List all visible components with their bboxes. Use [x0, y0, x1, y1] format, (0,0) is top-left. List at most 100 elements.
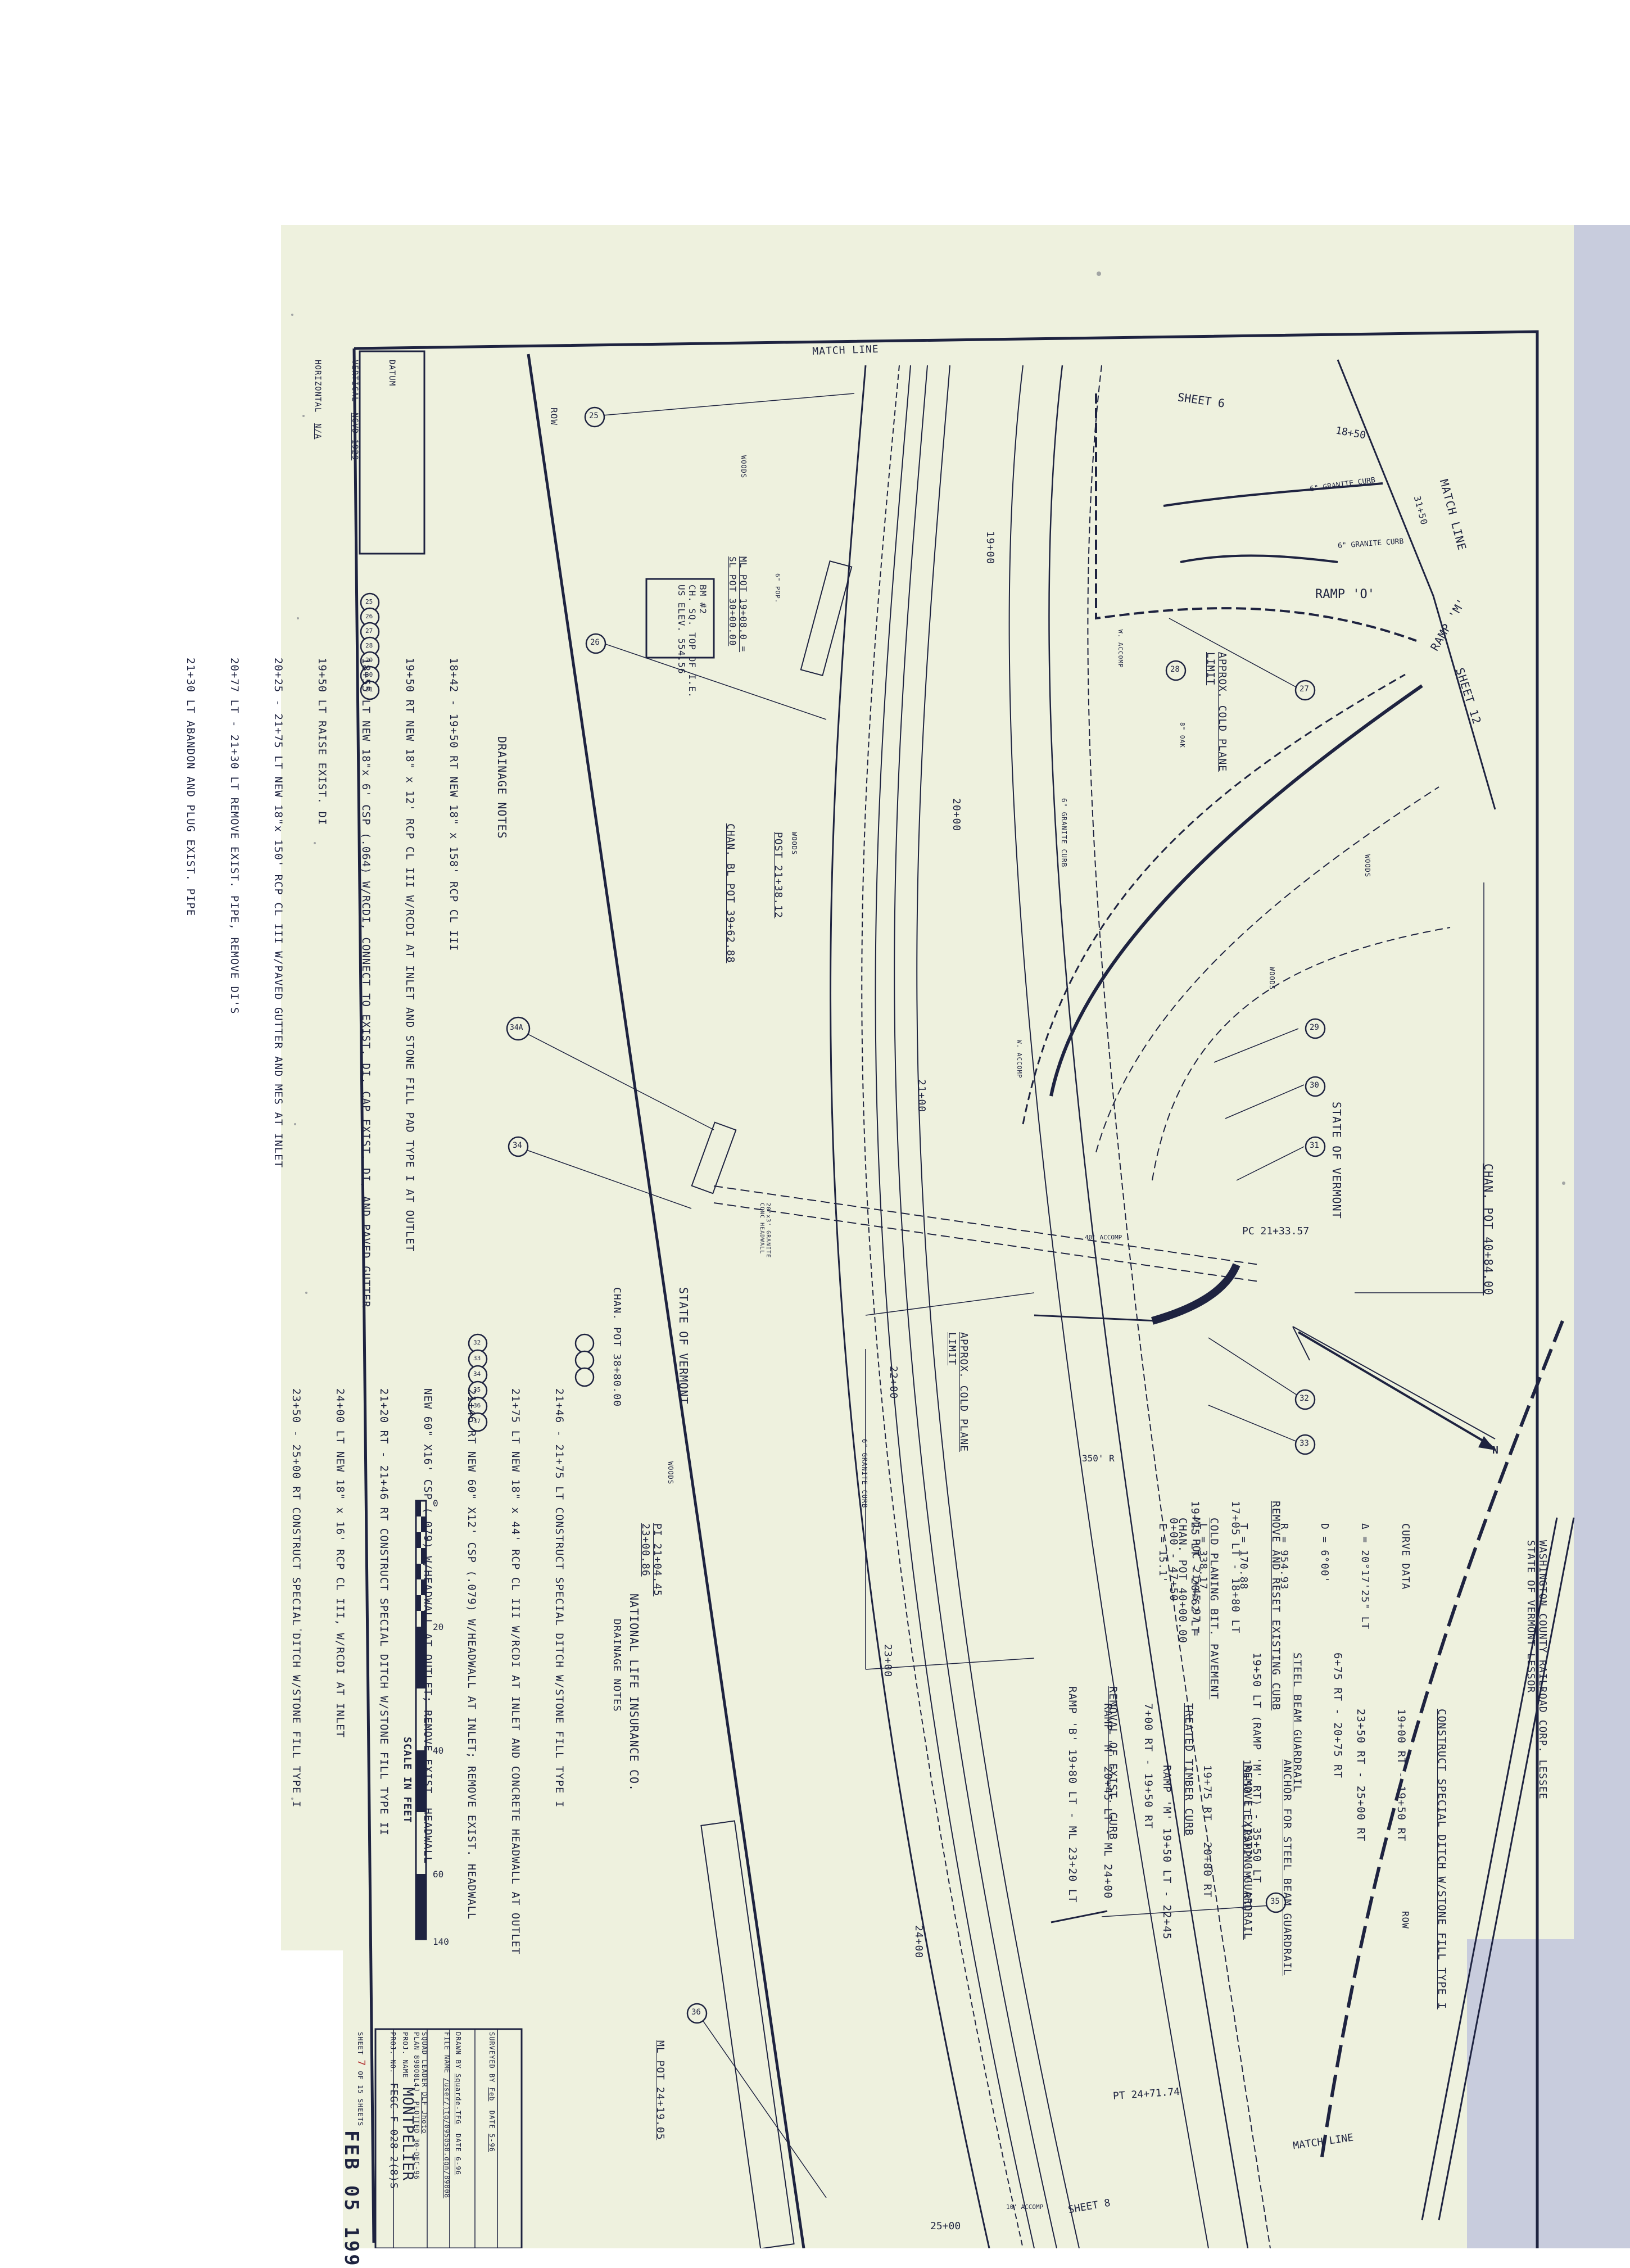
headwall-note: 20'x3' GRANITE CONC HEADWALL [759, 1203, 771, 1259]
woods-label: WOODS [790, 832, 798, 855]
drainage-note: 21+20 RT - 21+46 RT CONSTRUCT SPECIAL DI… [378, 1388, 390, 1836]
note-title: REMOVAL OF EXIST. CURB [1107, 1686, 1119, 1840]
note-title: ANCHOR FOR STEEL BEAM GUARDRAIL [1281, 1759, 1293, 1976]
list-marker: 35 [473, 1386, 481, 1393]
sheets-label: SHEETS [356, 2098, 364, 2127]
note-title: REMOVE AND RESET EXISTING CURB [1270, 1501, 1282, 1711]
list-marker: 25 [365, 598, 373, 605]
drainage-note: 18+55 LT NEW 18"x 6' CSP (.064) W/RCDI, … [360, 658, 372, 1308]
ml-pot-24-label: ML POT 24+19.05 [654, 2040, 666, 2140]
granite-curb-label: 6" GRANITE CURB [1060, 798, 1068, 868]
accomp-label: 10' ACCOMP [1006, 2203, 1044, 2211]
list-marker: 29 [365, 657, 373, 664]
list-marker: 26 [365, 613, 373, 620]
scale-tick-140: 140 [433, 1936, 449, 1947]
callout-30: 30 [1310, 1081, 1319, 1090]
tree-label: 8" OAK [1179, 722, 1186, 748]
drainage-note: 18+42 - 19+50 RT NEW 18" x 158' RCP CL I… [447, 658, 460, 952]
sheet-number: 7 [355, 2059, 367, 2067]
approx-cold-plane-limit: APPROX. COLD PLANE LIMIT [1205, 652, 1228, 772]
national-life-label: NATIONAL LIFE INSURANCE CO. [627, 1594, 641, 1792]
drainage-notes-title: DRAINAGE NOTES [611, 1619, 623, 1712]
callout-29: 29 [1310, 1023, 1319, 1032]
datum-vertical-value: NGVD 1929 [350, 413, 359, 461]
note-title: CONSTRUCT SPECIAL DITCH W/STONE FILL TYP… [1436, 1709, 1448, 2009]
woods-label: WOODS [740, 455, 748, 479]
note-line: 19+00 RT - 19+50 RT [1395, 1709, 1407, 1842]
drainage-note: 20+25 - 21+75 LT NEW 18"x 150' RCP CL II… [272, 658, 284, 1169]
list-marker: 27 [365, 627, 373, 635]
note-line: RAMP 'B' 19+80 LT - ML 23+20 LT [1066, 1686, 1079, 1903]
list-marker: 36 [473, 1402, 481, 1409]
drainage-note: 19+50 RT NEW 18" x 12' RCP CL III W/RCDI… [404, 658, 416, 1252]
curve-d: D = 6°00' [1319, 1523, 1330, 1583]
datum-vertical-label: VERTICAL [350, 360, 359, 402]
post-label: POST 21+38.12 [772, 832, 784, 918]
tree-label: 6" POP. [774, 573, 781, 604]
station-21: 21+00 [916, 1079, 927, 1113]
approx-cold-plane-limit: APPROX. COLD PLANE LIMIT [946, 1332, 970, 1452]
match-line-top: MATCH LINE [812, 343, 880, 357]
date-value: 5-96 [488, 2134, 496, 2152]
list-marker: 37 [473, 1418, 481, 1425]
removal-curb-note: REMOVAL OF EXIST. CURB RAMP 'B' 19+80 LT… [1052, 1686, 1147, 1903]
pc-label: PC 21+33.57 [1242, 1225, 1310, 1237]
callout-35: 35 [1270, 1897, 1280, 1906]
surveyed-by-label: SURVEYED BY [488, 2032, 496, 2083]
note-title: REMOVE EXISTING GUARDRAIL [1242, 1765, 1254, 1940]
callout-36: 36 [691, 2008, 701, 2017]
date-label: DATE [488, 2110, 496, 2129]
note-line: 6+75 RT - 20+75 RT [1332, 1653, 1344, 1778]
callout-28: 28 [1170, 665, 1180, 674]
state-of-vermont-label: STATE OF VERMONT [1330, 1102, 1343, 1219]
list-marker: 28 [365, 642, 373, 649]
drainage-note: 23+50 - 25+00 RT CONSTRUCT SPECIAL DITCH… [290, 1388, 302, 1808]
scale-bar-graphic [415, 1500, 427, 1940]
woods-label: WOODS [1364, 854, 1371, 878]
woods-label: WOODS [667, 1461, 674, 1485]
sheet-label: SHEET [356, 2032, 364, 2056]
drainage-note: 21+30 LT ABANDON AND PLUG EXIST. PIPE [184, 658, 197, 917]
woods-label: WOODS [1268, 967, 1276, 990]
drainage-note: 21+46 RT NEW 60" X12' CSP (.079) W/HEADW… [465, 1388, 478, 1920]
station-20: 20+00 [950, 798, 962, 832]
radius-label: 350' R [1082, 1453, 1115, 1464]
benchmark-note: BM #2 CH. SQ. TOP OF I.E. US ELEV. 554.5… [676, 585, 708, 699]
callout-32: 32 [1300, 1394, 1309, 1403]
scale-tick-40: 40 [433, 1745, 444, 1756]
scale-tick-0: 0 [433, 1498, 438, 1509]
datum-horizontal-label: HORIZONTAL [313, 360, 322, 413]
drainage-note: 19+50 LT RAISE EXIST. DI [316, 658, 328, 826]
curve-data-title: CURVE DATA [1400, 1523, 1411, 1590]
curve-delta: Δ = 20°17'25" LT [1359, 1523, 1371, 1630]
scale-title: SCALE IN FEET [401, 1737, 413, 1823]
surveyed-by-value: Feb [488, 2087, 496, 2102]
note-title: COLD PLANING BIT. PAVEMENT [1208, 1518, 1220, 1700]
callout-25: 25 [589, 411, 599, 420]
granite-curb-label: 6" GRANITE CURB [861, 1439, 868, 1509]
drainage-note: 21+75 LT NEW 18" x 44' RCP CL III W/RCDI… [509, 1388, 522, 1955]
ml-pot-label: ML POT 19+08.0 = SL POT 30+00.00 [727, 556, 749, 653]
note-title: TREATED TIMBER CURB [1183, 1703, 1195, 1836]
chan-bl-label: CHAN. BL POT 39+62.88 [725, 823, 736, 963]
of-label: OF [356, 2071, 364, 2080]
datum-horizontal-value: N/A [313, 423, 322, 440]
station-24: 24+00 [913, 1925, 925, 1959]
sheets-total: 15 [356, 2085, 364, 2094]
station-25: 25+00 [930, 2220, 961, 2232]
callout-26: 26 [590, 638, 600, 647]
datum-block: DATUM VERTICAL NGVD 1929 HORIZONTAL N/A [299, 360, 423, 460]
accomp-label: W. ACCOMP [1117, 630, 1124, 668]
title-block-sheet: SHEET 7 OF 15 SHEETS [342, 2032, 392, 2126]
datum-title: DATUM [387, 360, 396, 387]
list-marker: 34 [473, 1370, 481, 1378]
drainage-note: 20+77 LT - 21+30 LT REMOVE EXIST. PIPE, … [228, 658, 241, 1015]
station-19: 19+00 [984, 531, 996, 565]
callout-27: 27 [1300, 685, 1309, 694]
callout-34: 34 [513, 1141, 522, 1150]
station-23: 23+00 [882, 1644, 894, 1678]
chan-pot-label: CHAN. POT 38+80.00 [611, 1287, 623, 1407]
chan-pot-label: CHAN. POT 40+84.00 [1482, 1164, 1495, 1296]
ramp-o-label: RAMP 'O' [1315, 587, 1375, 601]
